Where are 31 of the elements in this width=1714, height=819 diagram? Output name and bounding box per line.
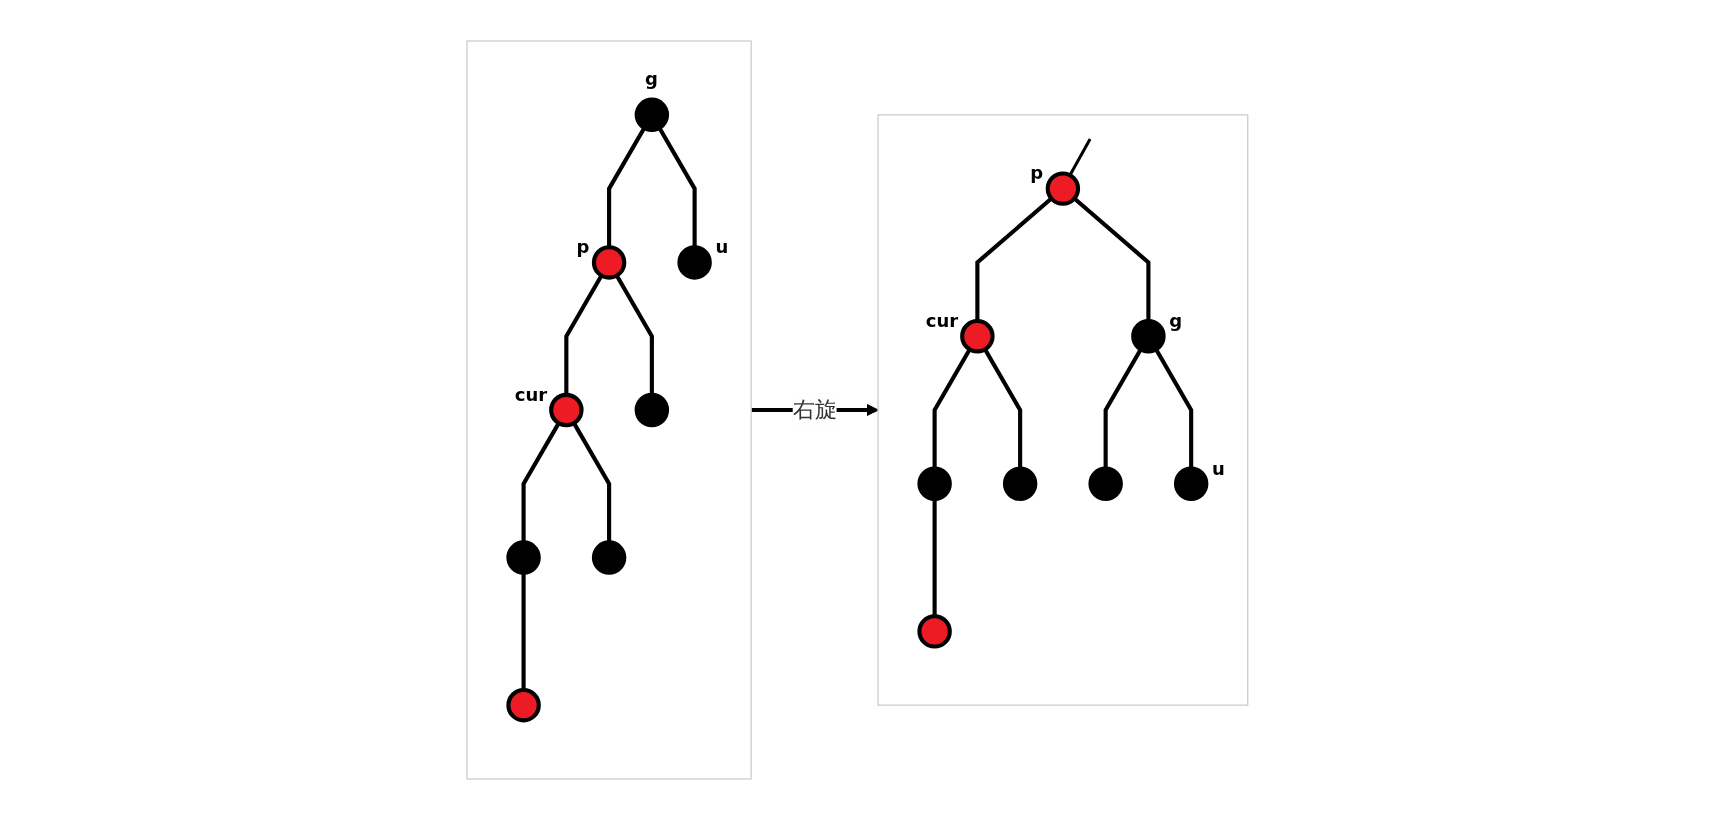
tree-node-circle [1088,466,1123,501]
node-label: g [644,68,658,90]
tree-node-circle [548,392,584,427]
node-label: g [1169,310,1183,332]
tree-node-circle [916,466,952,501]
tree-node-circle [677,244,712,280]
tree-node-circle [959,318,995,353]
tree-node-circle [591,539,626,575]
connector [606,126,646,247]
tree-node-circle [591,244,626,280]
node-label: u [1211,457,1225,479]
group-frame [876,113,1248,706]
node-label: cur [514,383,548,405]
node-label: cur [925,310,959,332]
edge-label: 右旋 [792,392,837,427]
connector [571,421,611,542]
tree-node-circle [505,539,541,575]
tree-node-circle [1130,318,1166,353]
tree-node-circle [505,687,541,722]
tree-node-circle [1002,466,1037,501]
node-label: p [1030,162,1044,184]
tree-node-circle [916,613,952,649]
tree-node-circle [634,97,669,132]
tree-node-circle [634,392,669,427]
connector [657,126,697,247]
node-label: u [715,236,729,258]
tree-edge-line [1068,138,1092,176]
group-frame [465,39,752,780]
tree-node-circle [1045,170,1080,206]
node-label: p [576,236,590,258]
tree-node-circle [1173,466,1208,501]
